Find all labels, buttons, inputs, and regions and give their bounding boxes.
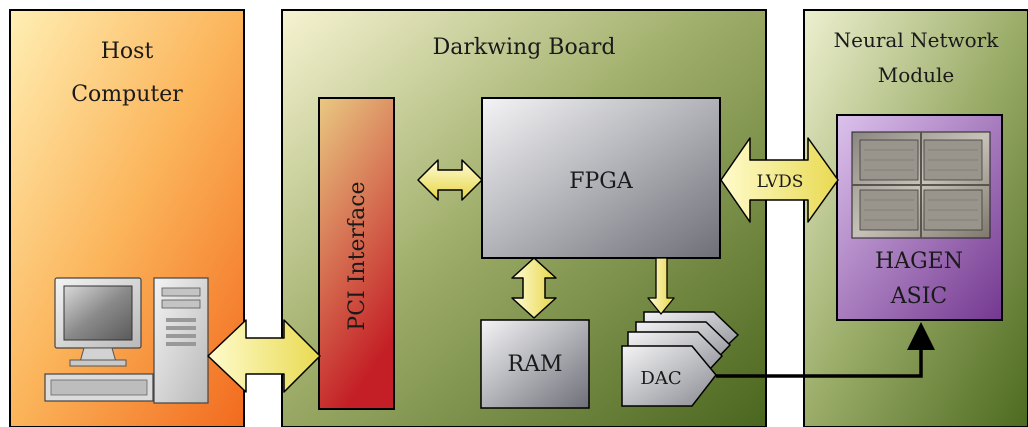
- hagen-asic-block: HAGEN ASIC: [837, 115, 1002, 320]
- darkwing-board-panel: Darkwing Board PCI Interface FPGA RAM DA…: [282, 10, 766, 427]
- host-title-line1: Host: [101, 39, 154, 64]
- board-title: Darkwing Board: [433, 35, 616, 60]
- fpga-block: FPGA: [482, 98, 720, 258]
- module-title-line2: Module: [878, 63, 954, 87]
- asic-label-line2: ASIC: [890, 284, 947, 309]
- pci-interface-block: PCI Interface: [319, 98, 394, 409]
- neural-network-module-panel: Neural Network Module HAGE: [804, 10, 1028, 427]
- module-title-line1: Neural Network: [834, 28, 1000, 52]
- host-title-line2: Computer: [71, 82, 183, 107]
- ram-block: RAM: [481, 320, 589, 408]
- pci-interface-label: PCI Interface: [345, 181, 370, 330]
- ram-label: RAM: [508, 352, 563, 377]
- host-computer-panel: Host Computer: [10, 10, 244, 427]
- fpga-label: FPGA: [569, 169, 634, 194]
- asic-die-image: [852, 132, 990, 238]
- desktop-computer-icon: [45, 278, 208, 403]
- dac-label: DAC: [640, 368, 681, 389]
- asic-label-line1: HAGEN: [875, 249, 963, 274]
- lvds-label: LVDS: [757, 172, 804, 192]
